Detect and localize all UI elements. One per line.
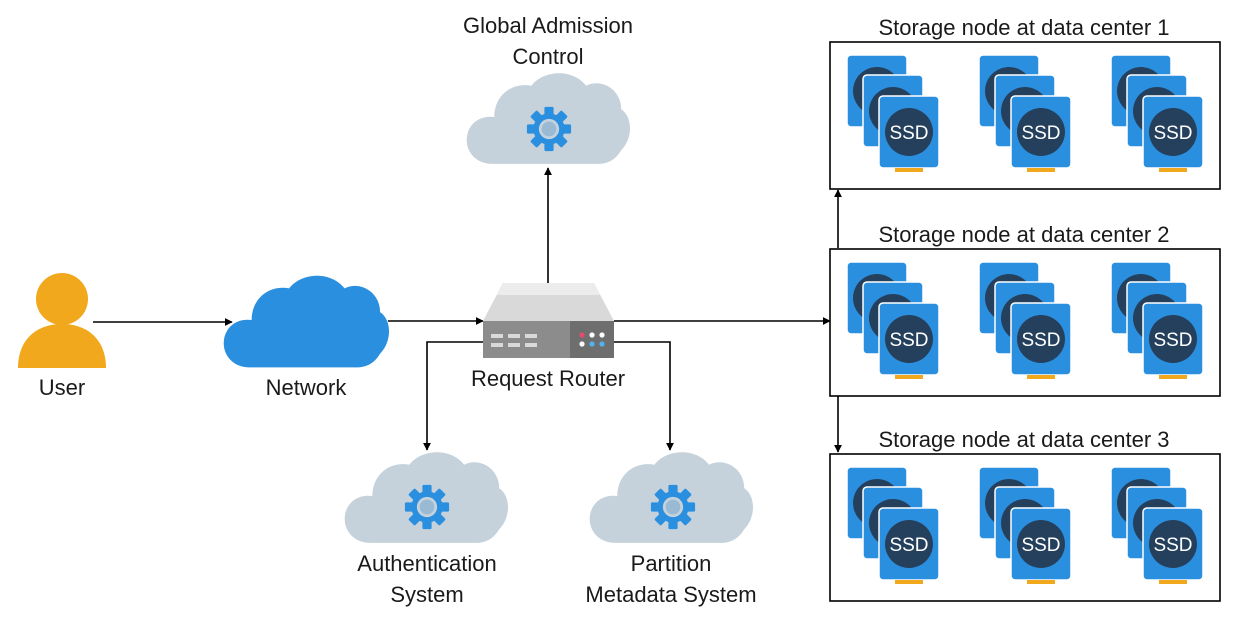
ssd-label: SSD xyxy=(889,123,928,144)
ssd-label: SSD xyxy=(1153,535,1192,556)
storage-node-2-box xyxy=(829,248,1221,397)
ssd-label: SSD xyxy=(1153,123,1192,144)
storage-node-3: Storage node at data center 3 SSD SSD SS… xyxy=(829,427,1221,602)
storage-node-3-label: Storage node at data center 3 xyxy=(878,427,1169,452)
partition-label-line-2: Metadata System xyxy=(585,582,756,607)
ssd-label: SSD xyxy=(1153,330,1192,351)
arrow-router-to-partition xyxy=(614,341,674,451)
partition-cloud-gear-icon xyxy=(589,452,754,543)
ssd-stack: SSD xyxy=(846,261,940,379)
ssd-icon: SSD xyxy=(1142,507,1204,584)
storage-node-1: Storage node at data center 1 SSD SSD SS… xyxy=(829,15,1221,190)
auth-cloud-gear-icon xyxy=(344,452,509,543)
auth-node: Authentication System xyxy=(344,452,509,607)
ssd-label: SSD xyxy=(1021,123,1060,144)
user-node: User xyxy=(18,273,106,400)
admission-node: Global Admission Control xyxy=(463,13,633,164)
server-icon xyxy=(483,283,614,358)
user-label: User xyxy=(39,375,85,400)
ssd-icon: SSD xyxy=(1010,302,1072,379)
gear-icon xyxy=(404,484,450,530)
storage-node-2: Storage node at data center 2 SSD SSD SS… xyxy=(829,222,1221,397)
storage-node-3-box xyxy=(829,453,1221,602)
ssd-icon: SSD xyxy=(878,95,940,172)
admission-label-line-1: Global Admission xyxy=(463,13,633,38)
partition-node: Partition Metadata System xyxy=(585,452,757,607)
ssd-stack: SSD xyxy=(1110,54,1204,172)
ssd-stack: SSD xyxy=(978,466,1072,584)
storage-node-1-box xyxy=(829,41,1221,190)
gear-icon xyxy=(650,484,696,530)
cloud-icon xyxy=(223,275,390,368)
admission-cloud-gear-icon xyxy=(466,73,631,164)
router-label: Request Router xyxy=(471,366,625,391)
storage-node-1-label: Storage node at data center 1 xyxy=(878,15,1169,40)
ssd-icon: SSD xyxy=(1142,302,1204,379)
connectors xyxy=(93,167,842,453)
ssd-stack: SSD xyxy=(978,261,1072,379)
partition-label-line-1: Partition xyxy=(631,551,712,576)
ssd-label: SSD xyxy=(1021,330,1060,351)
network-label: Network xyxy=(266,375,348,400)
arrow-router-to-auth xyxy=(423,341,483,451)
gear-icon xyxy=(526,106,572,152)
ssd-stack: SSD xyxy=(846,466,940,584)
auth-label-line-2: System xyxy=(390,582,463,607)
ssd-icon: SSD xyxy=(1010,507,1072,584)
router-node: Request Router xyxy=(471,283,625,391)
auth-label-line-1: Authentication xyxy=(357,551,496,576)
ssd-icon: SSD xyxy=(878,507,940,584)
ssd-stack: SSD xyxy=(978,54,1072,172)
ssd-label: SSD xyxy=(889,535,928,556)
ssd-icon: SSD xyxy=(1010,95,1072,172)
ssd-stack: SSD xyxy=(1110,466,1204,584)
ssd-stack: SSD xyxy=(1110,261,1204,379)
ssd-icon: SSD xyxy=(878,302,940,379)
storage-node-2-label: Storage node at data center 2 xyxy=(878,222,1169,247)
user-icon xyxy=(18,273,106,368)
ssd-icon: SSD xyxy=(1142,95,1204,172)
network-node: Network xyxy=(223,275,390,400)
ssd-stack: SSD xyxy=(846,54,940,172)
admission-label-line-2: Control xyxy=(513,44,584,69)
ssd-label: SSD xyxy=(1021,535,1060,556)
ssd-label: SSD xyxy=(889,330,928,351)
